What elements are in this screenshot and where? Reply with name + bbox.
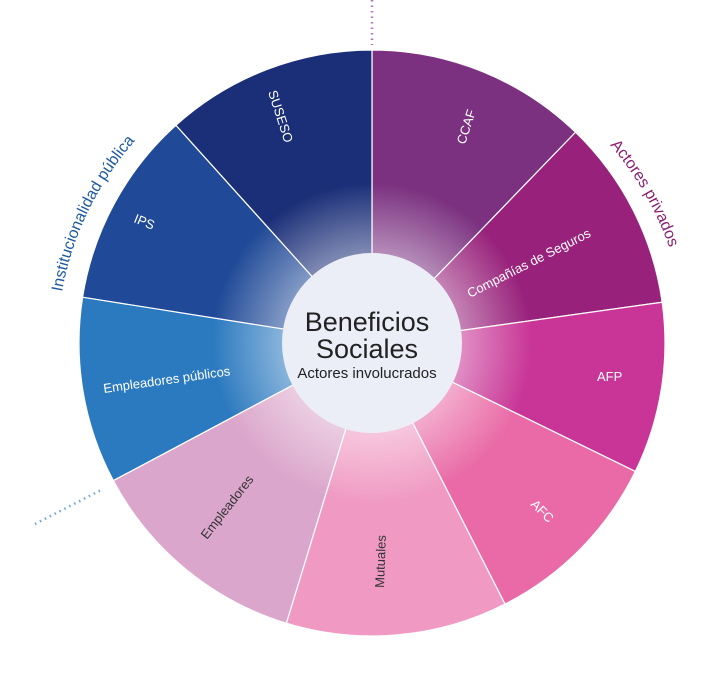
center-title-line1: Beneficios (305, 307, 430, 337)
segment-label-ips: IPS (132, 211, 157, 233)
center-circle (282, 253, 462, 433)
segment-label-afp: AFP (597, 369, 622, 384)
segment-label-mutuales: Mutuales (372, 534, 389, 588)
center-title-line2: Sociales (316, 334, 418, 364)
center-subtitle: Actores involucrados (297, 365, 436, 382)
dotted-divider-left (34, 487, 104, 526)
